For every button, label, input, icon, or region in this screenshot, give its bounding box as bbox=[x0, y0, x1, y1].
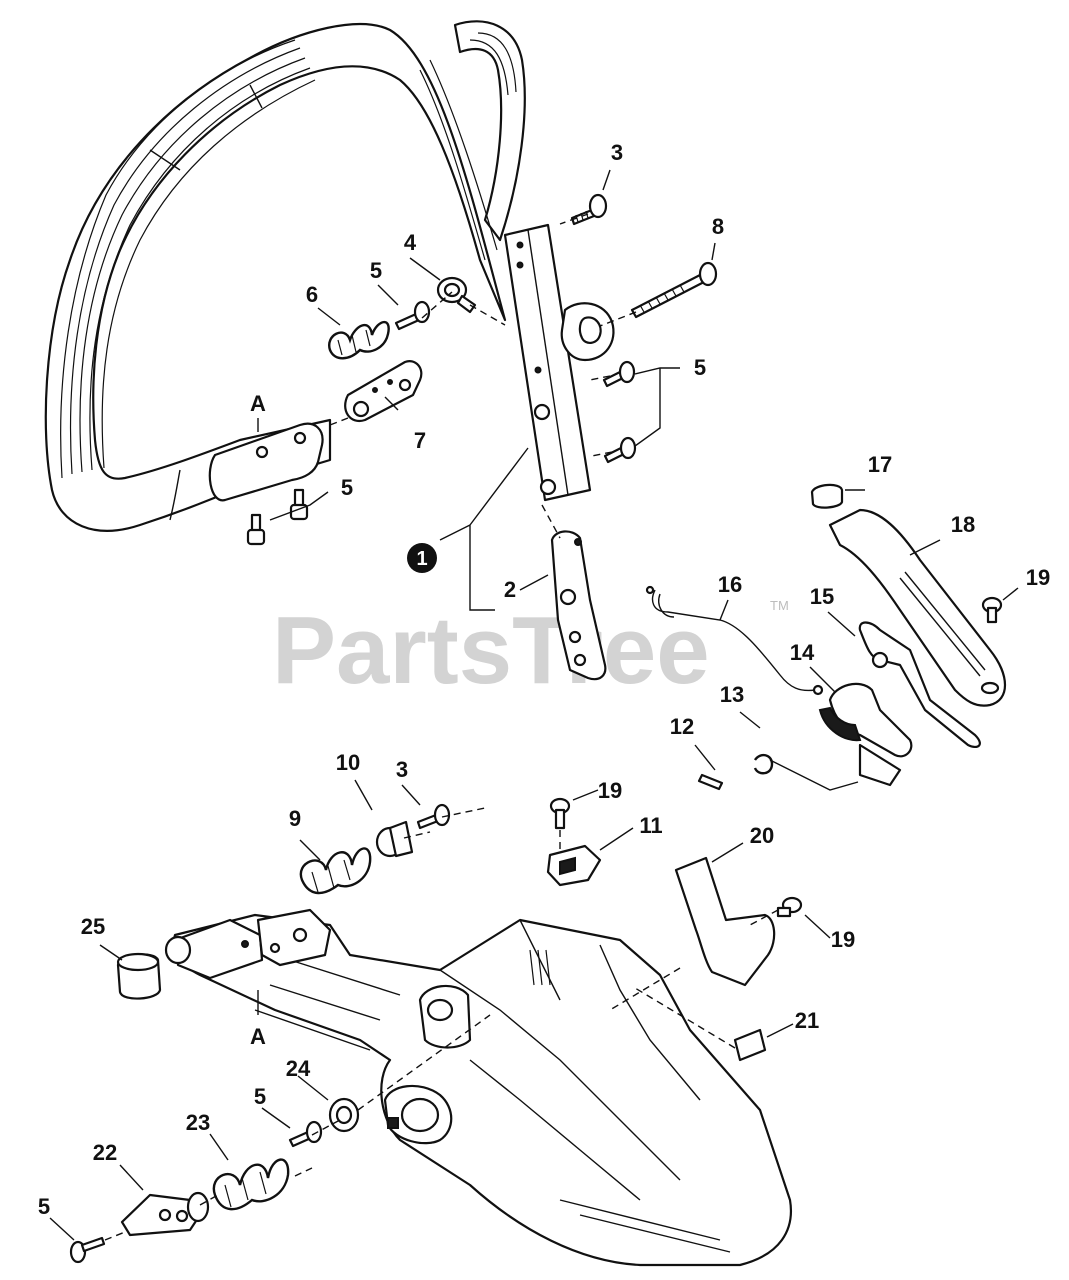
assembly-badge-1: 1 bbox=[407, 543, 437, 573]
callout-5-middle: 5 bbox=[370, 258, 382, 283]
callout-7: 7 bbox=[414, 428, 426, 453]
bracket-22 bbox=[120, 1191, 210, 1237]
screw-5-bottom-left bbox=[69, 1236, 106, 1264]
reference-a-top: A bbox=[250, 391, 266, 416]
screw-5-left-a bbox=[246, 513, 266, 546]
callout-10: 10 bbox=[336, 750, 360, 775]
callout-19-lower: 19 bbox=[831, 927, 855, 952]
bracket-plate-2 bbox=[550, 530, 607, 681]
hand-guard-18 bbox=[828, 508, 1006, 707]
screw-3-lower bbox=[416, 803, 451, 830]
watermark: PartsTree bbox=[272, 597, 710, 704]
callout-labels: 3 8 4 5 6 5 7 5 17 18 19 16 2 15 14 13 1… bbox=[38, 140, 1050, 1219]
spring-9 bbox=[299, 847, 372, 895]
callout-5-left: 5 bbox=[341, 475, 353, 500]
cap-17 bbox=[810, 483, 844, 509]
callout-5-lower: 5 bbox=[254, 1084, 266, 1109]
callout-24: 24 bbox=[286, 1056, 311, 1081]
bushing-24 bbox=[328, 1097, 360, 1133]
callout-25: 25 bbox=[81, 914, 105, 939]
reference-a-bottom: A bbox=[250, 1024, 266, 1049]
bushing-10 bbox=[375, 820, 414, 858]
callout-22: 22 bbox=[93, 1140, 117, 1165]
screw-5-lower-middle bbox=[288, 1120, 323, 1148]
screw-19-lower bbox=[776, 896, 803, 918]
callout-13: 13 bbox=[720, 682, 744, 707]
handle-mount-pad bbox=[208, 422, 324, 502]
spring-6 bbox=[328, 320, 390, 360]
cable-16 bbox=[645, 585, 824, 696]
screw-19-middle bbox=[549, 797, 571, 830]
screw-3-top bbox=[570, 193, 608, 226]
bolt-8 bbox=[630, 261, 718, 319]
callout-2: 2 bbox=[504, 577, 516, 602]
spring-23 bbox=[212, 1158, 290, 1211]
callout-8: 8 bbox=[712, 214, 724, 239]
lever-15 bbox=[858, 621, 981, 749]
callout-15: 15 bbox=[810, 584, 834, 609]
bumper-25 bbox=[116, 952, 162, 1000]
callout-20: 20 bbox=[750, 823, 774, 848]
screw-5-middle bbox=[394, 300, 431, 331]
callout-17: 17 bbox=[868, 452, 892, 477]
callout-5-bottom: 5 bbox=[38, 1194, 50, 1219]
torsion-spring-13 bbox=[753, 753, 859, 791]
bushing-4 bbox=[436, 276, 477, 314]
callout-9: 9 bbox=[289, 806, 301, 831]
callout-12: 12 bbox=[670, 714, 694, 739]
callout-11: 11 bbox=[639, 813, 662, 838]
callout-5-right: 5 bbox=[694, 355, 706, 380]
callout-21: 21 bbox=[795, 1008, 819, 1033]
callout-19-top: 19 bbox=[1026, 565, 1050, 590]
plate-20 bbox=[674, 856, 776, 987]
pin-12 bbox=[697, 773, 724, 791]
screw-19-top bbox=[981, 596, 1003, 624]
screw-5-right-lower bbox=[603, 436, 637, 464]
callout-19-middle: 19 bbox=[598, 778, 622, 803]
screw-5-right-upper bbox=[602, 360, 636, 388]
callout-3-top: 3 bbox=[611, 140, 623, 165]
leader-lines bbox=[49, 169, 1019, 1241]
callout-4: 4 bbox=[404, 230, 417, 255]
callout-23: 23 bbox=[186, 1110, 210, 1135]
bracket-7 bbox=[344, 360, 423, 423]
cover-21 bbox=[733, 1028, 767, 1062]
trigger-14 bbox=[818, 682, 913, 787]
handle-post bbox=[503, 223, 615, 502]
callout-14: 14 bbox=[790, 640, 815, 665]
watermark-tm: TM bbox=[770, 598, 789, 613]
screw-5-left-b bbox=[289, 488, 309, 521]
callout-6: 6 bbox=[306, 282, 318, 307]
callout-1: 1 bbox=[416, 548, 427, 570]
callout-16: 16 bbox=[718, 572, 742, 597]
main-housing bbox=[164, 908, 792, 1267]
callout-18: 18 bbox=[951, 512, 975, 537]
clip-11 bbox=[546, 844, 602, 887]
callout-3-lower: 3 bbox=[396, 757, 408, 782]
